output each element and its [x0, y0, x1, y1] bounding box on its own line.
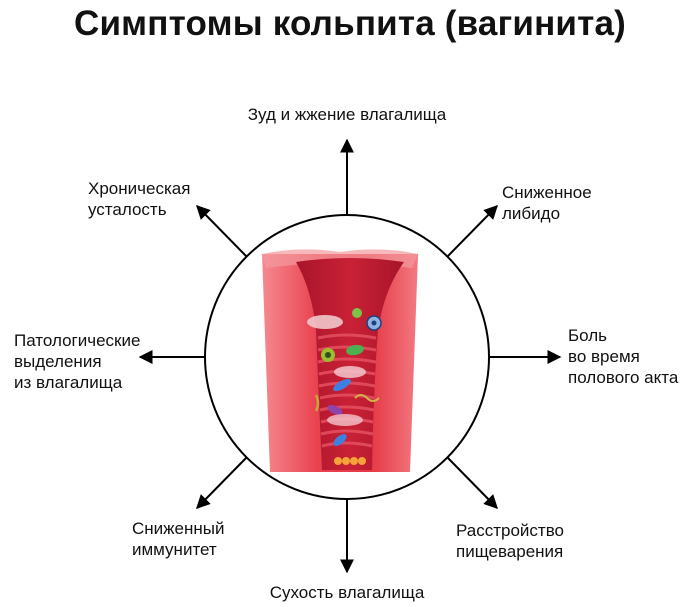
page-title: Симптомы кольпита (вагинита): [73, 4, 626, 43]
arrow-top-left: [196, 205, 248, 258]
arrow-top-right: [446, 205, 498, 258]
symptom-left: Патологические выделения из влагалища: [14, 331, 141, 392]
symptom-bottom-right: Расстройство пищеварения: [456, 521, 565, 561]
symptom-top-right: Сниженное либидо: [502, 183, 592, 223]
microbe-cluster: [307, 308, 382, 465]
arrow-bottom-right: [446, 456, 498, 509]
arrow-bottom-left: [196, 456, 248, 509]
symptom-bottom: Сухость влагалища: [269, 583, 425, 602]
symptom-bottom-left: Сниженный иммунитет: [132, 519, 225, 559]
arrows: [138, 138, 562, 574]
symptom-right: Боль во время полового акта: [568, 326, 679, 387]
symptom-top-left: Хроническая усталость: [88, 179, 191, 219]
vagina-illustration: [262, 249, 418, 472]
symptom-top: Зуд и жжение влагалища: [247, 105, 447, 124]
